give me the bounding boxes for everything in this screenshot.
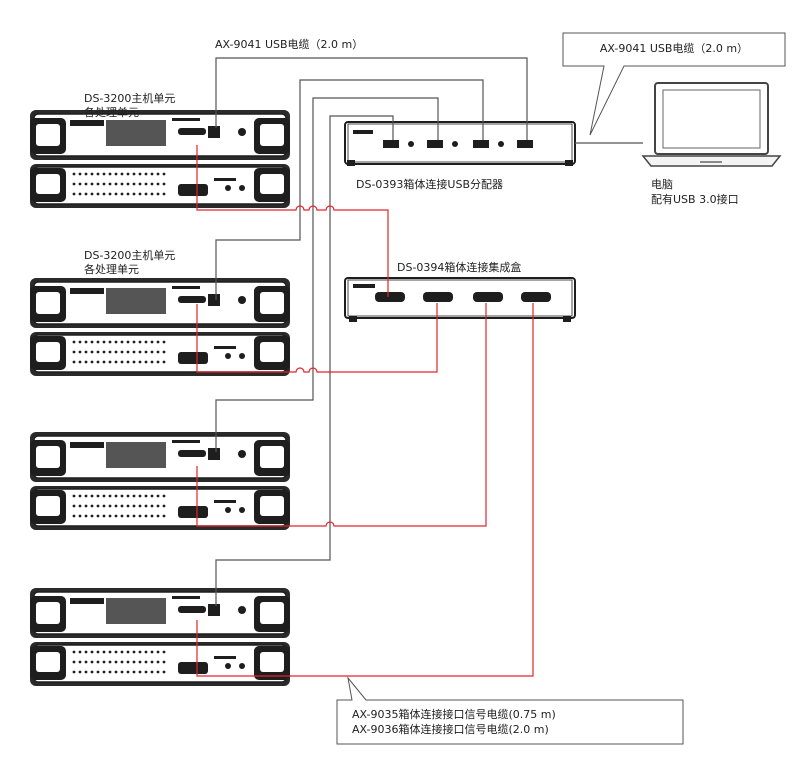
host-unit-2-label-line2: 各处理单元 xyxy=(84,262,139,276)
usb-cable-callout-text: AX-9041 USB电缆（2.0 m） xyxy=(600,42,748,55)
signal-cable-callout-line1: AX-9035箱体连接接口信号电缆(0.75 m) xyxy=(352,707,556,721)
pc-label-line1: 电脑 xyxy=(651,178,673,191)
signal-cable-lines xyxy=(196,145,534,677)
signal-cable-callout: AX-9035箱体连接接口信号电缆(0.75 m) AX-9036箱体连接接口信… xyxy=(336,676,684,745)
connection-box-icon xyxy=(344,277,576,323)
laptop-icon xyxy=(641,82,782,167)
usb-cable-callout: AX-9041 USB电缆（2.0 m） xyxy=(562,32,786,136)
host-unit-icon xyxy=(29,587,291,687)
usb-hub-icon xyxy=(344,121,576,167)
usb-cable-top-label: AX-9041 USB电缆（2.0 m） xyxy=(215,38,363,51)
host-unit-icon xyxy=(29,109,291,209)
usb-hub-label: DS-0393箱体连接USB分配器 xyxy=(356,177,503,191)
pc-label-line2: 配有USB 3.0接口 xyxy=(651,192,739,206)
usb-cable-lines xyxy=(215,57,643,606)
host-unit-icon xyxy=(29,431,291,531)
host-unit-icon xyxy=(29,277,291,377)
host-unit-2-label-line1: DS-3200主机单元 xyxy=(84,248,175,262)
host-unit-1-label-line2: 各处理单元 xyxy=(84,105,139,119)
host-unit-1-label-line1: DS-3200主机单元 xyxy=(84,91,175,105)
connection-box-label: DS-0394箱体连接集成盒 xyxy=(397,260,521,274)
signal-cable-callout-line2: AX-9036箱体连接接口信号电缆(2.0 m) xyxy=(352,722,549,736)
